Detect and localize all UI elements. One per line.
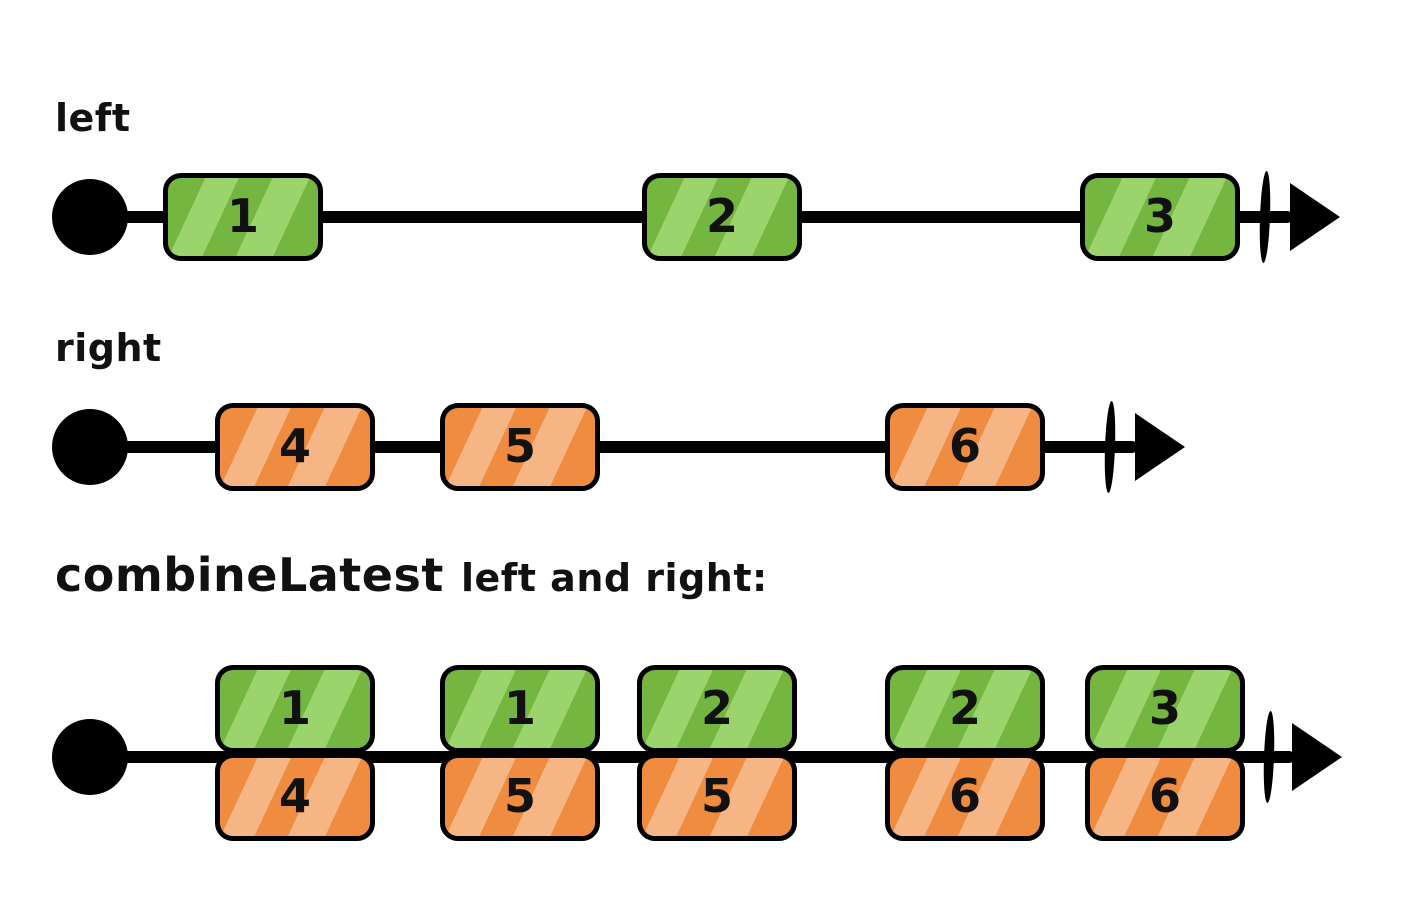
left-timeline-start-dot bbox=[52, 179, 128, 255]
marble-combined-bottom-2: 5 bbox=[440, 753, 600, 841]
marble-value: 6 bbox=[948, 419, 981, 473]
left-timeline-label: left bbox=[55, 96, 131, 140]
operator-name: combineLatest bbox=[55, 548, 444, 602]
combined-timeline-start-dot bbox=[52, 719, 128, 795]
marble-left-2: 2 bbox=[642, 173, 802, 261]
marble-combined-top-1: 1 bbox=[215, 665, 375, 753]
marble-combined-top-2: 1 bbox=[440, 665, 600, 753]
marble-value: 1 bbox=[226, 189, 259, 243]
marble-left-1: 1 bbox=[163, 173, 323, 261]
marble-right-4: 4 bbox=[215, 403, 375, 491]
combined-timeline-arrowhead-icon bbox=[1292, 723, 1342, 791]
marble-combined-top-5: 3 bbox=[1085, 665, 1245, 753]
marble-value: 1 bbox=[278, 681, 311, 735]
right-timeline-arrowhead-icon bbox=[1135, 413, 1185, 481]
marble-value: 6 bbox=[1148, 769, 1181, 823]
operator-description: left and right: bbox=[460, 556, 768, 600]
marble-value: 5 bbox=[503, 769, 536, 823]
marble-combined-bottom-3: 5 bbox=[637, 753, 797, 841]
marble-value: 2 bbox=[948, 681, 981, 735]
marble-value: 3 bbox=[1143, 189, 1176, 243]
combined-timeline-label: combineLatest left and right: bbox=[55, 548, 768, 602]
right-timeline-start-dot bbox=[52, 409, 128, 485]
marble-combined-bottom-5: 6 bbox=[1085, 753, 1245, 841]
right-timeline-end-tick bbox=[1103, 400, 1117, 494]
marble-left-3: 3 bbox=[1080, 173, 1240, 261]
marble-value: 5 bbox=[503, 419, 536, 473]
left-timeline-end-tick bbox=[1258, 170, 1272, 264]
marble-value: 3 bbox=[1148, 681, 1181, 735]
marble-combined-bottom-1: 4 bbox=[215, 753, 375, 841]
right-timeline-label: right bbox=[55, 326, 162, 370]
marble-value: 6 bbox=[948, 769, 981, 823]
marble-combined-bottom-4: 6 bbox=[885, 753, 1045, 841]
marble-combined-top-4: 2 bbox=[885, 665, 1045, 753]
marble-right-6: 6 bbox=[885, 403, 1045, 491]
marble-value: 2 bbox=[705, 189, 738, 243]
marble-value: 4 bbox=[278, 419, 311, 473]
left-timeline-arrowhead-icon bbox=[1290, 183, 1340, 251]
marble-value: 1 bbox=[503, 681, 536, 735]
combined-timeline-end-tick bbox=[1262, 710, 1276, 804]
marble-value: 4 bbox=[278, 769, 311, 823]
marble-value: 2 bbox=[700, 681, 733, 735]
marble-value: 5 bbox=[700, 769, 733, 823]
marble-combined-top-3: 2 bbox=[637, 665, 797, 753]
marble-right-5: 5 bbox=[440, 403, 600, 491]
